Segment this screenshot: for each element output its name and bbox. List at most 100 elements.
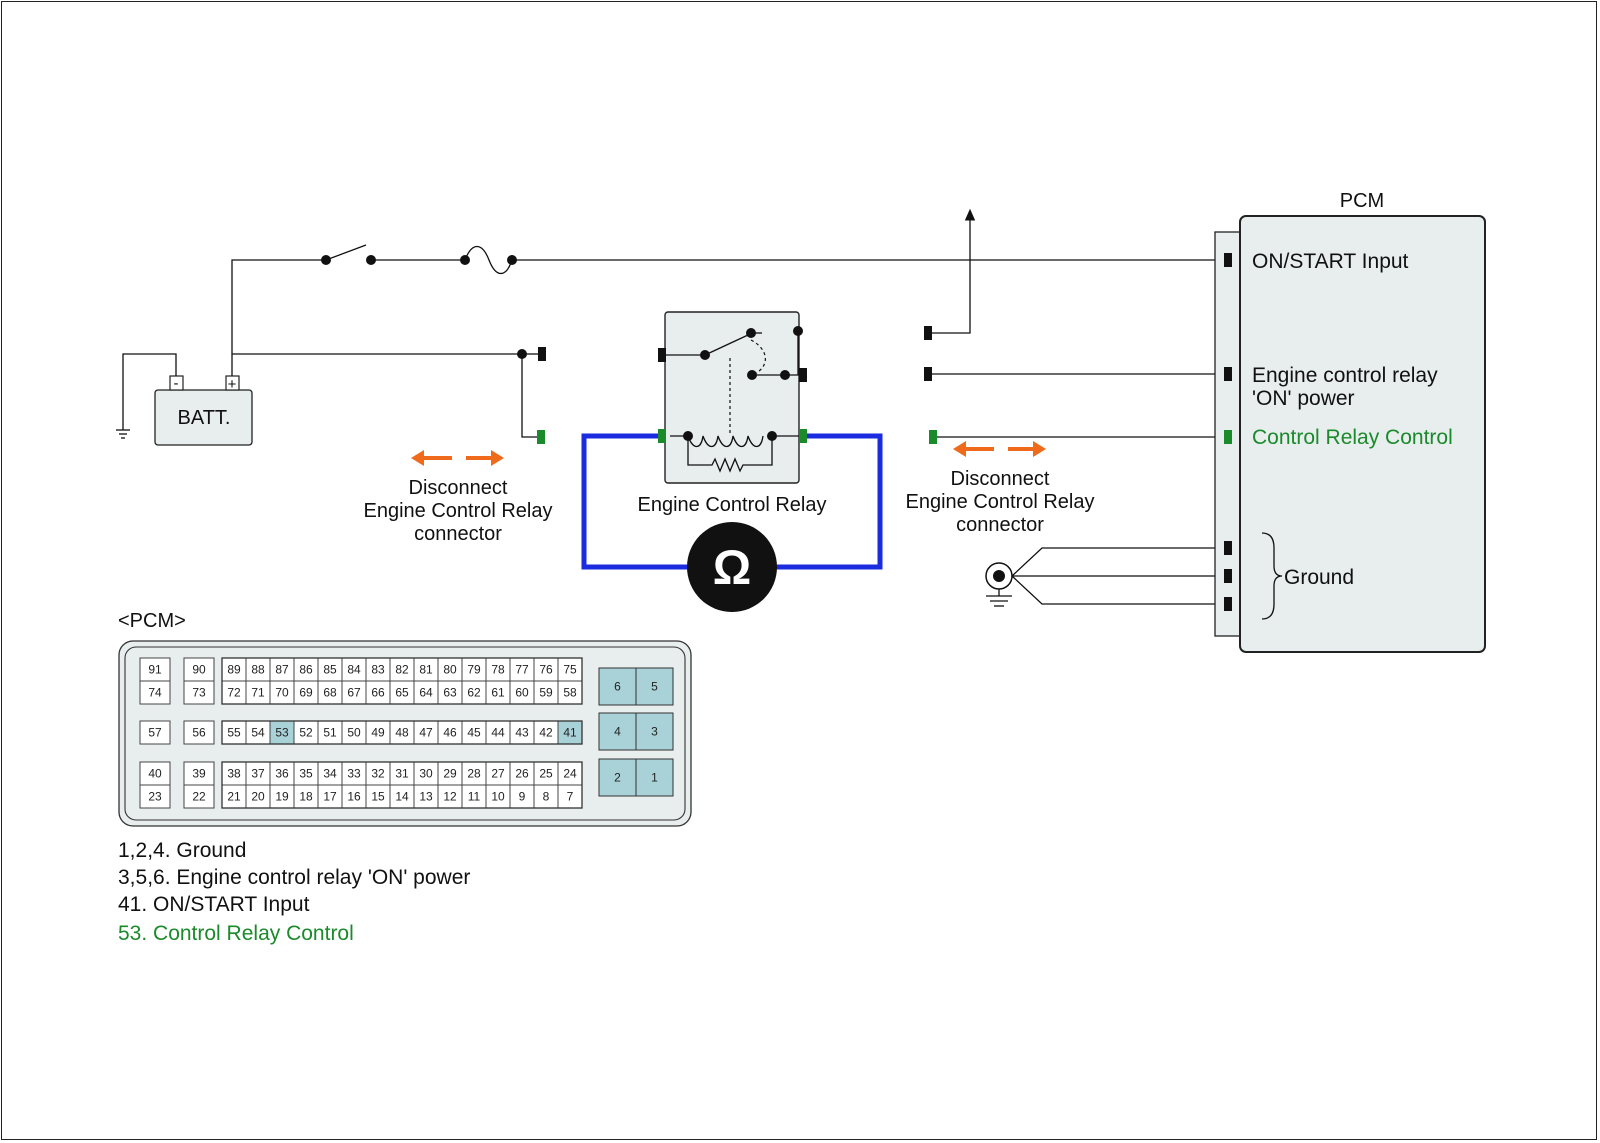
battery-pos-label: +: [228, 376, 237, 393]
connector-pin-label: 1: [651, 771, 658, 785]
pcm-title: PCM: [1340, 190, 1384, 212]
connector-pin-label: 55: [227, 726, 241, 740]
connector-pin-label: 82: [395, 663, 409, 677]
battery-neg-label: -: [174, 375, 179, 392]
connector-pin-label: 66: [371, 686, 385, 700]
connector-pin-block: [221, 761, 583, 809]
connector-pin-label: 8: [543, 790, 550, 804]
connector-pin-label: 37: [251, 767, 265, 781]
connector-pin-label: 44: [491, 726, 505, 740]
connector-pin-label: 36: [275, 767, 289, 781]
connector-pin-label: 72: [227, 686, 241, 700]
connector-pin-label: 85: [323, 663, 337, 677]
connector-pin-label: 7: [567, 790, 574, 804]
connector-pin-label: 12: [443, 790, 457, 804]
connector-pin-label: 15: [371, 790, 385, 804]
pcm-side-wiring: [924, 208, 1224, 444]
ohm-symbol: Ω: [713, 542, 751, 595]
engine-control-relay: [658, 311, 807, 484]
connector-pin-label: 11: [468, 790, 481, 804]
connector-pin-label: 18: [299, 790, 313, 804]
connector-pin-label: 30: [419, 767, 433, 781]
connector-pin-label: 87: [275, 663, 289, 677]
connector-pin-label: 51: [323, 726, 337, 740]
connector-pin-label: 33: [347, 767, 361, 781]
pcm-control-label: Control Relay Control: [1252, 426, 1453, 449]
connector-pin-label: 61: [491, 686, 505, 700]
connector-pin-label: 64: [419, 686, 433, 700]
connector-pin-label: 67: [347, 686, 361, 700]
connector-pin-label: 13: [419, 790, 433, 804]
relay-label: Engine Control Relay: [638, 494, 827, 516]
connector-pin-cell: [183, 784, 215, 809]
connector-pin-label: 19: [275, 790, 289, 804]
connector-pin-label: 91: [148, 663, 162, 677]
connector-pin-label: 39: [192, 767, 206, 781]
disconnect-arrows-left: [411, 450, 504, 466]
connector-pin-label: 20: [251, 790, 265, 804]
pcm-ground-label: Ground: [1284, 566, 1354, 589]
disconnect-left-line3: connector: [414, 523, 502, 545]
connector-pin-label: 84: [347, 663, 361, 677]
control-pin-left: [537, 430, 545, 444]
connector-pin-label: 34: [323, 767, 337, 781]
connector-pin-cell: [635, 667, 674, 706]
connector-pin-cell: [598, 758, 637, 797]
connector-pin-label: 68: [323, 686, 337, 700]
connector-pin-cell: [598, 667, 637, 706]
connector-pin-label: 75: [563, 663, 577, 677]
connector-pin-label: 62: [467, 686, 481, 700]
connector-pin-cell: [139, 720, 171, 745]
pcm-module: [1214, 215, 1486, 653]
connector-pin-label: 57: [148, 726, 162, 740]
connector-title: <PCM>: [118, 610, 186, 632]
connector-pin-label: 16: [347, 790, 361, 804]
connector-pin-block: [221, 720, 583, 745]
legend-item: 1,2,4. Ground: [118, 839, 246, 862]
disconnect-left-line1: Disconnect: [409, 477, 508, 499]
connector-pin-label: 78: [491, 663, 505, 677]
connector-pin-label: 42: [539, 726, 553, 740]
connector-pin-label: 25: [539, 767, 553, 781]
connector-pin-label: 77: [515, 663, 529, 677]
connector-pin-cell: [183, 720, 215, 745]
connector-pin-label: 71: [251, 686, 265, 700]
connector-pin-label: 76: [539, 663, 553, 677]
disconnect-right-line3: connector: [956, 514, 1044, 536]
connector-pin-label: 83: [371, 663, 385, 677]
connector-pin-label: 58: [563, 686, 577, 700]
legend-item: 3,5,6. Engine control relay 'ON' power: [118, 866, 470, 889]
connector-pin-cell: [635, 712, 674, 751]
connector-pin-label: 27: [491, 767, 505, 781]
connector-pin-block: [221, 657, 583, 705]
connector-pin-label: 81: [419, 663, 433, 677]
connector-pin-cell: [139, 784, 171, 809]
connector-pin-label: 60: [515, 686, 529, 700]
connector-pin-label: 73: [192, 686, 206, 700]
connector-pin-label: 43: [515, 726, 529, 740]
connector-pin-label: 31: [395, 767, 409, 781]
connector-pin-label: 32: [371, 767, 385, 781]
connector-pin-label: 17: [323, 790, 337, 804]
control-pin-right: [929, 430, 937, 444]
connector-pin-cell: [139, 680, 171, 705]
connector-pin-label: 3: [651, 725, 658, 739]
connector-pin-label: 89: [227, 663, 241, 677]
connector-pin-label: 80: [443, 663, 457, 677]
connector-pin-label: 2: [614, 771, 621, 785]
connector-pin-cell: [598, 712, 637, 751]
connector-pin-label: 5: [651, 680, 658, 694]
connector-pin-label: 65: [395, 686, 409, 700]
battery: - + BATT.: [154, 375, 253, 446]
connector-pin-label: 28: [467, 767, 481, 781]
connector-pin-label: 47: [419, 726, 433, 740]
connector-pin-cell: [635, 758, 674, 797]
connector-pin-label: 22: [192, 790, 206, 804]
connector-pin-label: 52: [299, 726, 313, 740]
connector-pin-label: 23: [148, 790, 162, 804]
connector-pin-label: 70: [275, 686, 289, 700]
connector-pin-label: 46: [443, 726, 457, 740]
connector-pin-label: 45: [467, 726, 481, 740]
battery-to-relay-wire: [231, 347, 546, 444]
